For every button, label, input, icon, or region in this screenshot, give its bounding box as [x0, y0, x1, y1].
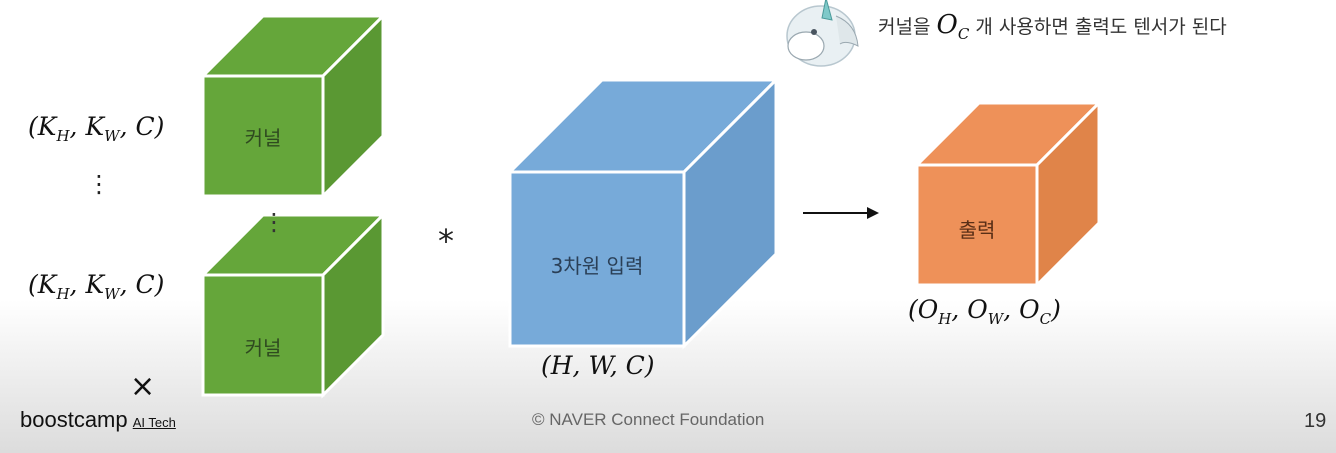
kernel-cube-1-front	[201, 74, 325, 198]
input-cube-label: 3차원 입력	[550, 254, 644, 278]
output-cube	[913, 99, 1103, 289]
kernel-cube-2	[199, 211, 387, 399]
arrow-right-icon	[803, 207, 879, 219]
close-icon[interactable]: ×	[130, 369, 156, 404]
mascot-unicorn-icon	[786, 0, 859, 67]
input-dims-label: (H, W, C)	[541, 351, 655, 380]
output-cube-label: 출력	[958, 218, 996, 242]
footer-copyright: © NAVER Connect Foundation	[532, 410, 765, 429]
page-number: 19	[1304, 410, 1327, 432]
note-text: 커널을 OC 개 사용하면 출력도 텐서가 된다	[878, 10, 1227, 44]
kernel-cube-1-label: 커널	[244, 126, 282, 150]
output-cube-front	[915, 163, 1039, 287]
footer-logo: boostcamp AI Tech	[20, 407, 176, 433]
kernel-list-ellipsis: ⋮	[87, 170, 111, 198]
kernel-dims-label-1: (KH, KW, C)	[28, 112, 165, 145]
convolution-operator: *	[438, 222, 454, 260]
kernel-cube-1	[199, 12, 387, 200]
input-cube	[506, 76, 780, 350]
footer-logo-sub: AI Tech	[132, 415, 176, 430]
footer-logo-text: boostcamp	[20, 407, 128, 432]
kernel-cube-2-front	[201, 273, 325, 397]
kernel-dims-label-2: (KH, KW, C)	[28, 270, 165, 303]
input-cube-front	[508, 170, 686, 348]
output-dims-label: (OH, OW, OC)	[908, 295, 1061, 328]
kernel-cube-2-label: 커널	[244, 336, 282, 360]
kernel-cube-ellipsis: ⋮	[262, 208, 286, 236]
